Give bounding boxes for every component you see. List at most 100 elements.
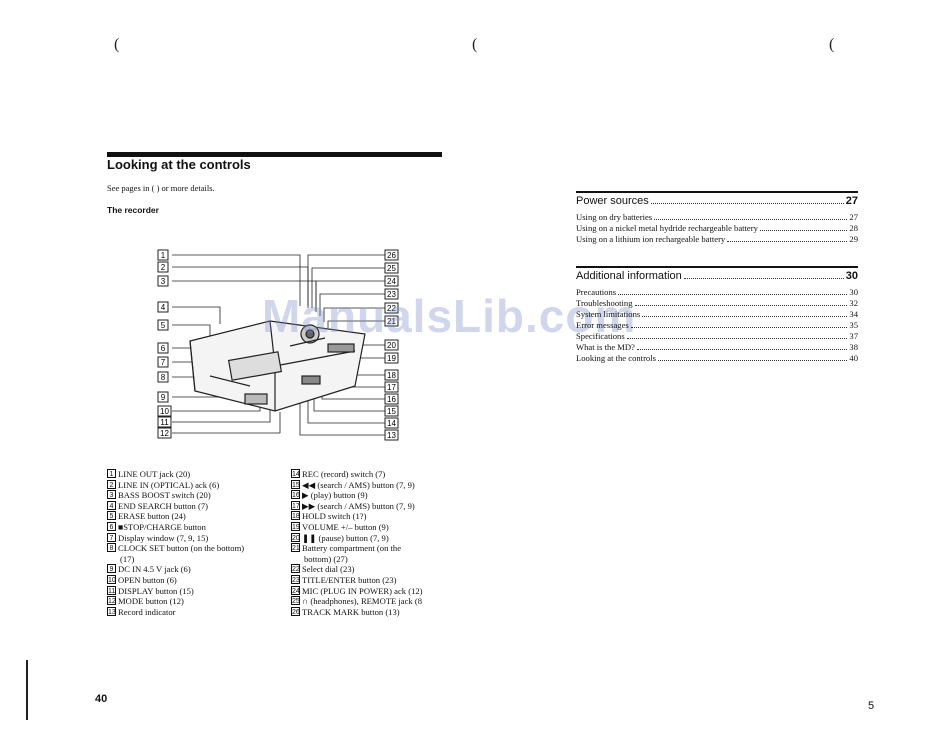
- legend-item: 17▶▶ (search / AMS) button (7, 9): [291, 500, 471, 512]
- callout-leader: [172, 412, 281, 434]
- toc-entry-page: 28: [849, 223, 858, 233]
- callout-box: [157, 416, 172, 428]
- callout-leader: [172, 306, 221, 324]
- callout-number: 25: [387, 264, 396, 273]
- dot-leader: [683, 278, 844, 279]
- recorder-illustration: [189, 320, 366, 412]
- toc-entry-text: System limitations: [576, 309, 641, 319]
- toc-entry-text: Troubleshooting: [576, 298, 633, 308]
- toc-entry-page: 34: [849, 309, 858, 319]
- toc-entry-text: Using on a nickel metal hydride recharge…: [576, 223, 758, 233]
- callout-number: 9: [161, 393, 166, 402]
- legend-text: Battery compartment (on the: [302, 543, 402, 554]
- legend-text: ❚❚ (pause) button (7, 9): [302, 532, 389, 543]
- callout-number: 23: [387, 290, 396, 299]
- legend-item: 25∩ (headphones), REMOTE jack (8: [291, 596, 471, 607]
- legend-text: MIC (PLUG IN POWER) ack (12): [302, 585, 423, 596]
- callout-leader: [172, 404, 261, 412]
- toc-entry-page: 27: [849, 212, 858, 222]
- legend-text: BASS BOOST switch (20): [118, 490, 211, 501]
- legend-number: 11: [107, 585, 116, 595]
- toc-entry: Using on a lithium ion rechargeable batt…: [576, 234, 858, 245]
- callout-box: [157, 319, 169, 331]
- legend-text: HOLD switch (1?): [302, 511, 367, 522]
- callout-box: [157, 261, 169, 273]
- toc-title-page: 30: [845, 270, 858, 282]
- legend-text: LINE OUT jack (20): [118, 469, 191, 479]
- callout-number: 17: [387, 383, 396, 392]
- callout-box: [157, 275, 169, 287]
- legend-text: ∩ (headphones), REMOTE jack (8: [302, 596, 423, 607]
- legend-text: bottom) (27): [304, 553, 348, 564]
- callout-number: 14: [387, 419, 396, 428]
- toc-entry-page: 40: [849, 353, 858, 363]
- callout-box: [157, 356, 169, 368]
- toc-entry-text: Precautions: [576, 287, 617, 297]
- subheading: The recorder: [107, 205, 159, 215]
- legend-item: 20❚❚ (pause) button (7, 9): [291, 532, 471, 544]
- callout-number: 15: [387, 407, 396, 416]
- legend-number: 17: [291, 500, 300, 510]
- legend-text: END SEARCH button (7): [118, 500, 208, 511]
- legend-text: Select dial (23): [302, 564, 355, 575]
- callout-number: 1: [161, 251, 166, 260]
- legend-number: 24: [291, 585, 300, 595]
- watermark: ManualsLib.com: [262, 290, 637, 342]
- toc-entry-text: Looking at the controls: [576, 353, 656, 363]
- callout-number: 26: [387, 251, 396, 260]
- legend-number: 12: [107, 596, 116, 606]
- callout-number: 5: [161, 321, 166, 330]
- legend-number: 22: [291, 564, 300, 574]
- legend-text: CLOCK SET button (on the bottom): [118, 543, 245, 554]
- callout-leader: [327, 320, 385, 328]
- legend-text: ▶▶ (search / AMS) button (7, 9): [302, 500, 415, 511]
- callout-number: 3: [161, 277, 166, 286]
- legend-text: Display window (7, 9, 15): [118, 532, 209, 543]
- callout-box: [157, 371, 169, 383]
- callout-number: 10: [160, 407, 169, 416]
- scan-mark: (: [472, 36, 478, 53]
- heading-rule: [107, 152, 442, 157]
- callout-number: 21: [387, 317, 396, 326]
- page-number-right: 5: [868, 700, 875, 712]
- callout-number: 12: [160, 429, 169, 438]
- toc-entry: Using on a nickel metal hydride recharge…: [576, 223, 858, 234]
- legend-text: ▶ (play) button (9): [302, 490, 368, 501]
- legend-number: 9: [107, 564, 116, 574]
- legend-number: 20: [291, 532, 300, 542]
- legend-number: 26: [291, 606, 300, 616]
- legend-number: 5: [107, 511, 116, 521]
- dot-leader: [630, 327, 848, 328]
- binding-edge: [26, 660, 28, 720]
- callout-box: [157, 391, 169, 403]
- section-heading: Looking at the controls: [107, 157, 251, 172]
- dot-leader: [657, 360, 848, 361]
- legend-number: 2: [107, 479, 116, 489]
- dot-leader: [618, 294, 848, 295]
- legend-text: ERASE button (24): [118, 511, 186, 522]
- callout-number: 8: [161, 373, 166, 382]
- legend-item: bottom) (27): [291, 554, 471, 565]
- callout-leader: [299, 392, 385, 436]
- legend-text: ◀◀ (search / AMS) button (7, 9): [302, 479, 415, 490]
- callout-box: [157, 301, 169, 313]
